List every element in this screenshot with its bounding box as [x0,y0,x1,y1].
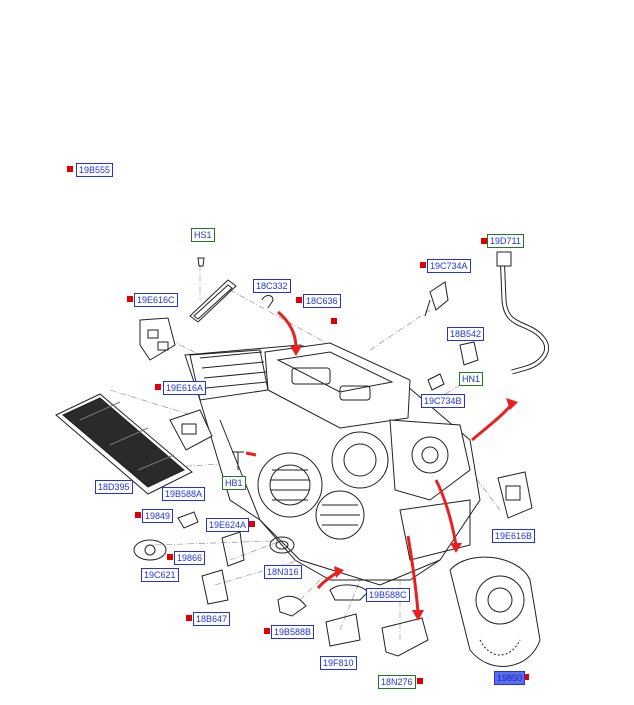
callout-18c332[interactable]: 18C332 [253,279,291,293]
marker-19850 [523,674,529,680]
assembly-arrows [245,310,514,613]
marker-19b555 [67,166,73,172]
bracket-19b588a [177,511,199,529]
marker-19866 [167,554,173,560]
callout-18n316[interactable]: 18N316 [264,565,302,579]
drain-hose [496,251,550,375]
hvac-housing [184,342,481,586]
callout-19e616a[interactable]: 19E616A [163,381,207,395]
actuator-19e616a [169,409,213,451]
callout-19c621[interactable]: 19C621 [141,568,179,582]
callout-19e624a[interactable]: 19E624A [206,518,250,532]
marker-19e616a [155,384,161,390]
callout-19849[interactable]: 19849 [142,509,174,523]
seal-ring [269,536,295,554]
duct-19f810 [325,613,361,647]
sensor-19c734a [424,281,449,317]
callout-18d395[interactable]: 18D395 [95,480,133,494]
blower-resistor [133,539,167,561]
marker-18n276 [417,678,423,684]
blower-wheel-assembly [449,556,541,667]
seal-gasket [189,279,237,323]
screw-hs1 [197,257,205,267]
actuator-19e624a [221,531,245,567]
duct-19b588b [277,595,307,617]
bracket-18b542 [459,341,479,366]
callout-19c734a[interactable]: 19C734A [427,259,471,273]
callout-19d711[interactable]: 19D711 [487,234,524,248]
assembly-arrowheads [290,346,518,621]
callout-19b588a[interactable]: 19B588A [162,487,206,501]
marker-19c734a [420,262,426,268]
callout-19b555[interactable]: 19B555 [76,163,114,177]
cabin-air-filter [55,393,193,495]
marker-19e624a [249,521,255,527]
bolt-hb1 [232,451,244,470]
actuator-19e616b [497,471,533,519]
callout-19850[interactable]: 19850 [494,671,526,685]
duct-18n276 [381,617,429,657]
duct-19b588c [329,584,369,601]
callout-19e616b[interactable]: 19E616B [492,529,536,543]
callout-19c734b[interactable]: 19C734B [421,394,465,408]
marker-19b588b [264,628,270,634]
callout-hb1[interactable]: HB1 [222,476,246,490]
marker-18c636 [296,297,302,303]
callout-19b588c[interactable]: 19B588C [366,588,410,602]
callout-18b542[interactable]: 18B542 [447,327,485,341]
clip-part [261,295,274,309]
bracket-18b647 [201,569,229,605]
callout-19e616c[interactable]: 19E616C [134,293,178,307]
callout-18n276[interactable]: 18N276 [378,675,416,689]
callout-hs1[interactable]: HS1 [191,228,215,242]
callout-18b647[interactable]: 18B647 [193,612,231,626]
callout-19866[interactable]: 19866 [174,551,206,565]
marker-18b647 [186,615,192,621]
actuator-19e616c [139,317,176,361]
callout-hn1[interactable]: HN1 [459,372,484,386]
marker-19849 [135,512,141,518]
marker-unlabeled [331,318,337,324]
callout-18c636[interactable]: 18C636 [303,294,341,308]
callout-19b588b[interactable]: 19B588B [271,625,315,639]
marker-19e616c [127,296,133,302]
marker-19d711 [481,238,487,244]
sensor-19c734b [427,373,445,391]
callout-19f810[interactable]: 19F810 [320,656,357,670]
